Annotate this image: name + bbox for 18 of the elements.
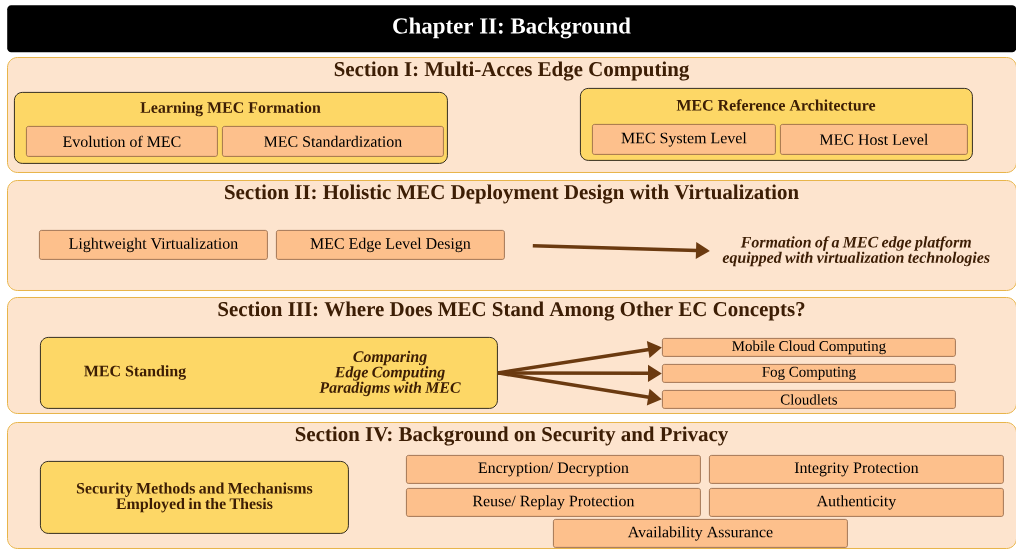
italic-note: Formation of a MEC edge platform equipped with virtualization technologies [722,236,990,267]
topic-box: Authenticity [709,488,1004,517]
topic-box: MEC Edge Level Design [276,230,505,260]
topic-box: MEC Host Level [780,124,968,155]
topic-box: MEC Standing Comparing Edge Computing Paradigms with MEC [40,337,498,409]
topic-box: Mobile Cloud Computing [662,338,956,357]
topic-box: Availability Assurance [553,519,848,548]
topic-box: MEC System Level [592,124,776,155]
topic-box: Lightweight Virtualization [39,230,268,260]
topic-box: Evolution of MEC [26,126,218,157]
topic-box: Encryption/ Decryption [406,455,701,484]
topic-box: Cloudlets [662,390,956,409]
title-bar: Chapter II: Background [7,5,1016,53]
topic-box: Reuse/ Replay Protection [406,488,701,517]
topic-box: Security Methods and Mechanisms Employed in the Thesis [40,461,349,534]
topic-box: Integrity Protection [709,455,1004,484]
topic-box: MEC Standardization [222,126,444,157]
topic-box: Fog Computing [662,364,956,383]
